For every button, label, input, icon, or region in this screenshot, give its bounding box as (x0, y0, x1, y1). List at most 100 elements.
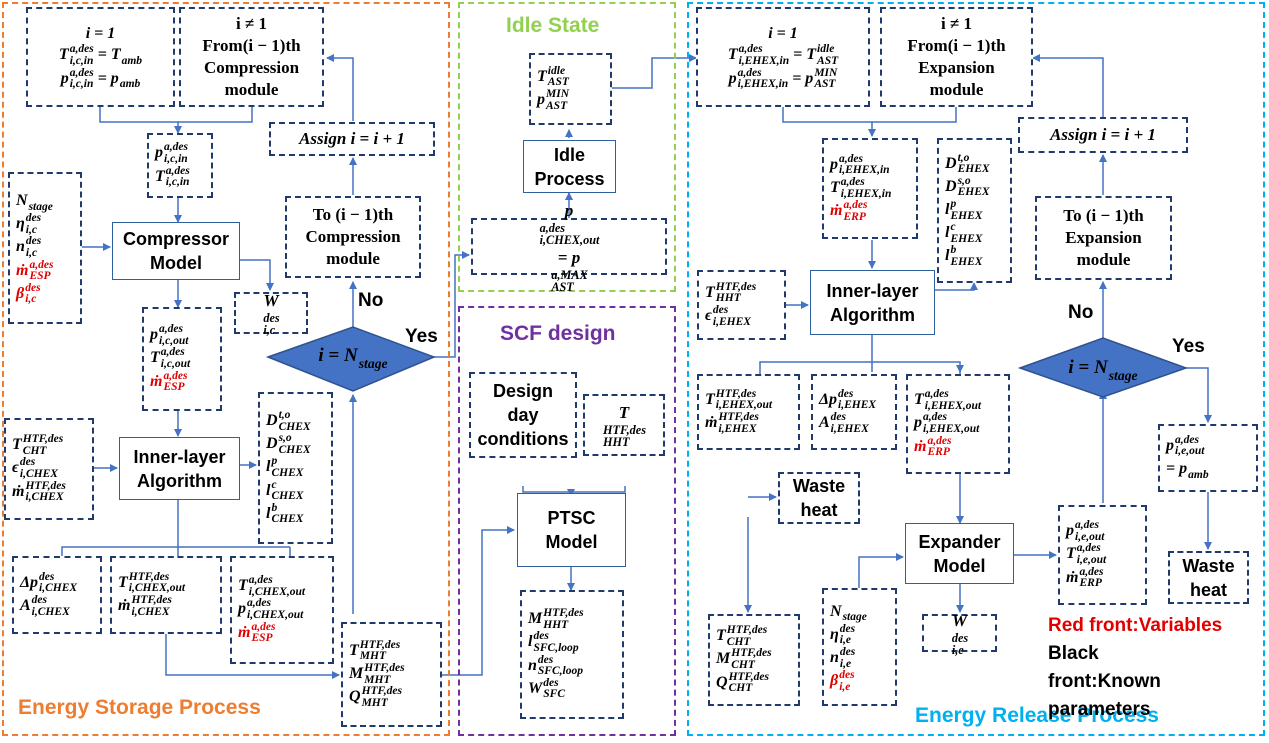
release-to-prev-box-line-3: module (1076, 250, 1131, 269)
storage-params-box-line-1: N stage (16, 192, 53, 213)
storage-decision-yes: Yes (405, 326, 438, 347)
ptsc-model-box-line-2: Model (545, 532, 598, 552)
storage-decision-label: i = N stage (318, 345, 388, 371)
storage-to-prev-box-line-3: module (326, 249, 380, 268)
design-day-box-line-2: day (507, 405, 539, 425)
storage-decision-diamond (265, 326, 437, 392)
release-init-box-line-1: i = 1 (768, 25, 798, 43)
expander-model-box-line-2: Model (933, 555, 986, 576)
release-decision-label: i = N stage (1068, 357, 1138, 383)
release-region-title: Energy Release Process (915, 704, 1159, 727)
idle-region (458, 2, 676, 292)
storage-inner-layer-box-line-2: Algorithm (137, 470, 222, 491)
release-decision-yes: Yes (1172, 336, 1205, 357)
waste-heat-box-2-line-1: Waste (1182, 555, 1235, 576)
waste-heat-box-1-line-2: heat (800, 500, 838, 520)
idle-process-box-line-2: Process (534, 168, 605, 189)
idle-region-title: Idle State (506, 14, 600, 37)
release-decision-diamond (1017, 337, 1189, 398)
storage-from-prev-box-line-2: From(i − 1)th (202, 36, 301, 55)
scf-region (458, 306, 676, 736)
compressor-model-box-line-2: Model (150, 253, 202, 273)
expander-model-box-line-1: Expander (918, 531, 1001, 552)
release-to-prev-box-line-2: Expansion (1065, 228, 1142, 247)
storage-region (2, 2, 450, 736)
legend: Red front:Variables Black front:Known pa… (1048, 612, 1222, 724)
release-inner-layer-box-line-1: Inner-layer (826, 280, 919, 301)
storage-to-prev-box-line-2: Compression (305, 227, 401, 246)
storage-inner-layer-box-line-1: Inner-layer (133, 446, 226, 467)
legend-black: Black front:Known parameters (1048, 643, 1161, 720)
release-params-box-line-1: N stage (830, 603, 867, 624)
release-region (687, 2, 1265, 736)
release-connectors (744, 54, 1212, 613)
storage-region-title: Energy Storage Process (18, 696, 261, 719)
storage-from-prev-box-line-4: module (224, 80, 279, 99)
release-from-prev-box-line-3: Expansion (918, 58, 995, 77)
release-inner-layer-box-line-2: Algorithm (830, 304, 915, 325)
